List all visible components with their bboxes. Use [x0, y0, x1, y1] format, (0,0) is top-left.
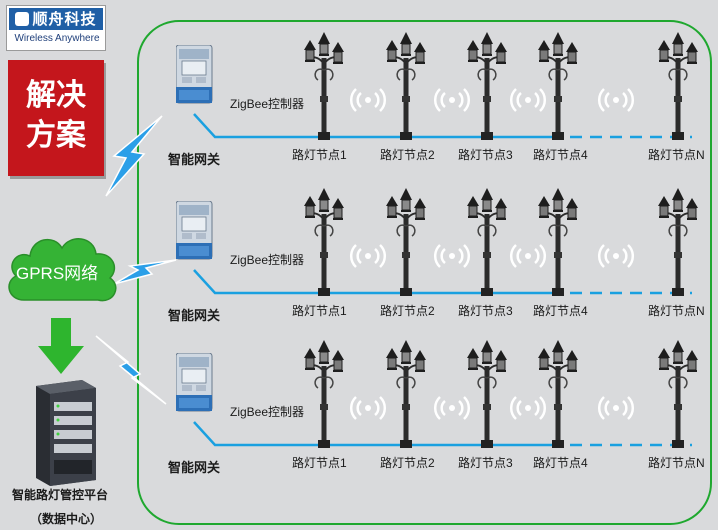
streetlamp-icon [466, 31, 508, 140]
lamp-node-label: 路灯节点N [648, 304, 705, 318]
wireless-signal-icon [597, 396, 635, 420]
zigbee-controller-label: ZigBee控制器 [230, 97, 305, 111]
streetlamp-icon [385, 31, 427, 140]
lamp-node-label: 路灯节点3 [458, 456, 513, 470]
lamp-node-label: 路灯节点2 [380, 304, 435, 318]
logo-brand: 顺舟科技 [9, 8, 103, 30]
meter-icon [176, 353, 213, 412]
wireless-signal-icon [349, 244, 387, 268]
gateway-label: 智能网关 [168, 460, 221, 475]
lamp-node-label: 路灯节点1 [292, 456, 347, 470]
streetlamp-icon [657, 187, 699, 296]
lamp-node-label: 路灯节点4 [533, 148, 588, 162]
gprs-cloud-icon [8, 238, 117, 302]
wireless-signal-icon [509, 88, 547, 112]
lamp-node-label: 路灯节点4 [533, 304, 588, 318]
wireless-signal-icon [349, 88, 387, 112]
wireless-signal-icon [433, 244, 471, 268]
wireless-signal-icon [433, 88, 471, 112]
lamp-node-label: 路灯节点1 [292, 304, 347, 318]
streetlamp-icon [385, 187, 427, 296]
wireless-signal-icon [597, 244, 635, 268]
wireless-signal-icon [509, 396, 547, 420]
wireless-signal-icon [597, 88, 635, 112]
platform-label: 智能路灯管控平台 [12, 488, 109, 502]
logo-brand-text: 顺舟科技 [32, 10, 97, 28]
wireless-signal-icon [509, 244, 547, 268]
streetlamp-icon [537, 187, 579, 296]
lamp-node-label: 路灯节点2 [380, 456, 435, 470]
logo-mark-icon [15, 12, 30, 26]
streetlamp-icon [466, 339, 508, 448]
streetlamp-icon [303, 187, 345, 296]
solution-badge-line2: 方案 [26, 118, 86, 153]
lamp-node-label: 路灯节点2 [380, 148, 435, 162]
streetlamp-icon [537, 31, 579, 140]
solution-badge-line1: 解决 [26, 78, 86, 113]
streetlamp-icon [657, 339, 699, 448]
solution-badge: 解决 方案 [8, 60, 104, 176]
server-icon [36, 380, 96, 486]
gprs-cloud-label: GPRS网络 [16, 264, 99, 283]
gateway-label: 智能网关 [168, 308, 221, 323]
logo-tagline: Wireless Anywhere [14, 33, 100, 44]
down-arrow-icon [38, 318, 84, 374]
lamp-node-label: 路灯节点3 [458, 148, 513, 162]
meter-icon [176, 45, 213, 104]
streetlamp-icon [537, 339, 579, 448]
streetlamp-icon [657, 31, 699, 140]
lamp-node-label: 路灯节点N [648, 148, 705, 162]
platform-sublabel: （数据中心） [30, 512, 103, 526]
streetlamp-icon [385, 339, 427, 448]
lightning-icon [95, 335, 167, 405]
gateway-label: 智能网关 [168, 152, 221, 167]
lamp-node-label: 路灯节点3 [458, 304, 513, 318]
company-logo: 顺舟科技 Wireless Anywhere [6, 5, 106, 51]
streetlamp-icon [303, 31, 345, 140]
lightning-icon [105, 115, 163, 197]
wireless-signal-icon [433, 396, 471, 420]
wireless-signal-icon [349, 396, 387, 420]
lamp-node-label: 路灯节点N [648, 456, 705, 470]
meter-icon [176, 201, 213, 260]
zigbee-controller-label: ZigBee控制器 [230, 253, 305, 267]
streetlamp-icon [303, 339, 345, 448]
lamp-node-label: 路灯节点4 [533, 456, 588, 470]
zigbee-controller-label: ZigBee控制器 [230, 405, 305, 419]
streetlamp-icon [466, 187, 508, 296]
lamp-node-label: 路灯节点1 [292, 148, 347, 162]
